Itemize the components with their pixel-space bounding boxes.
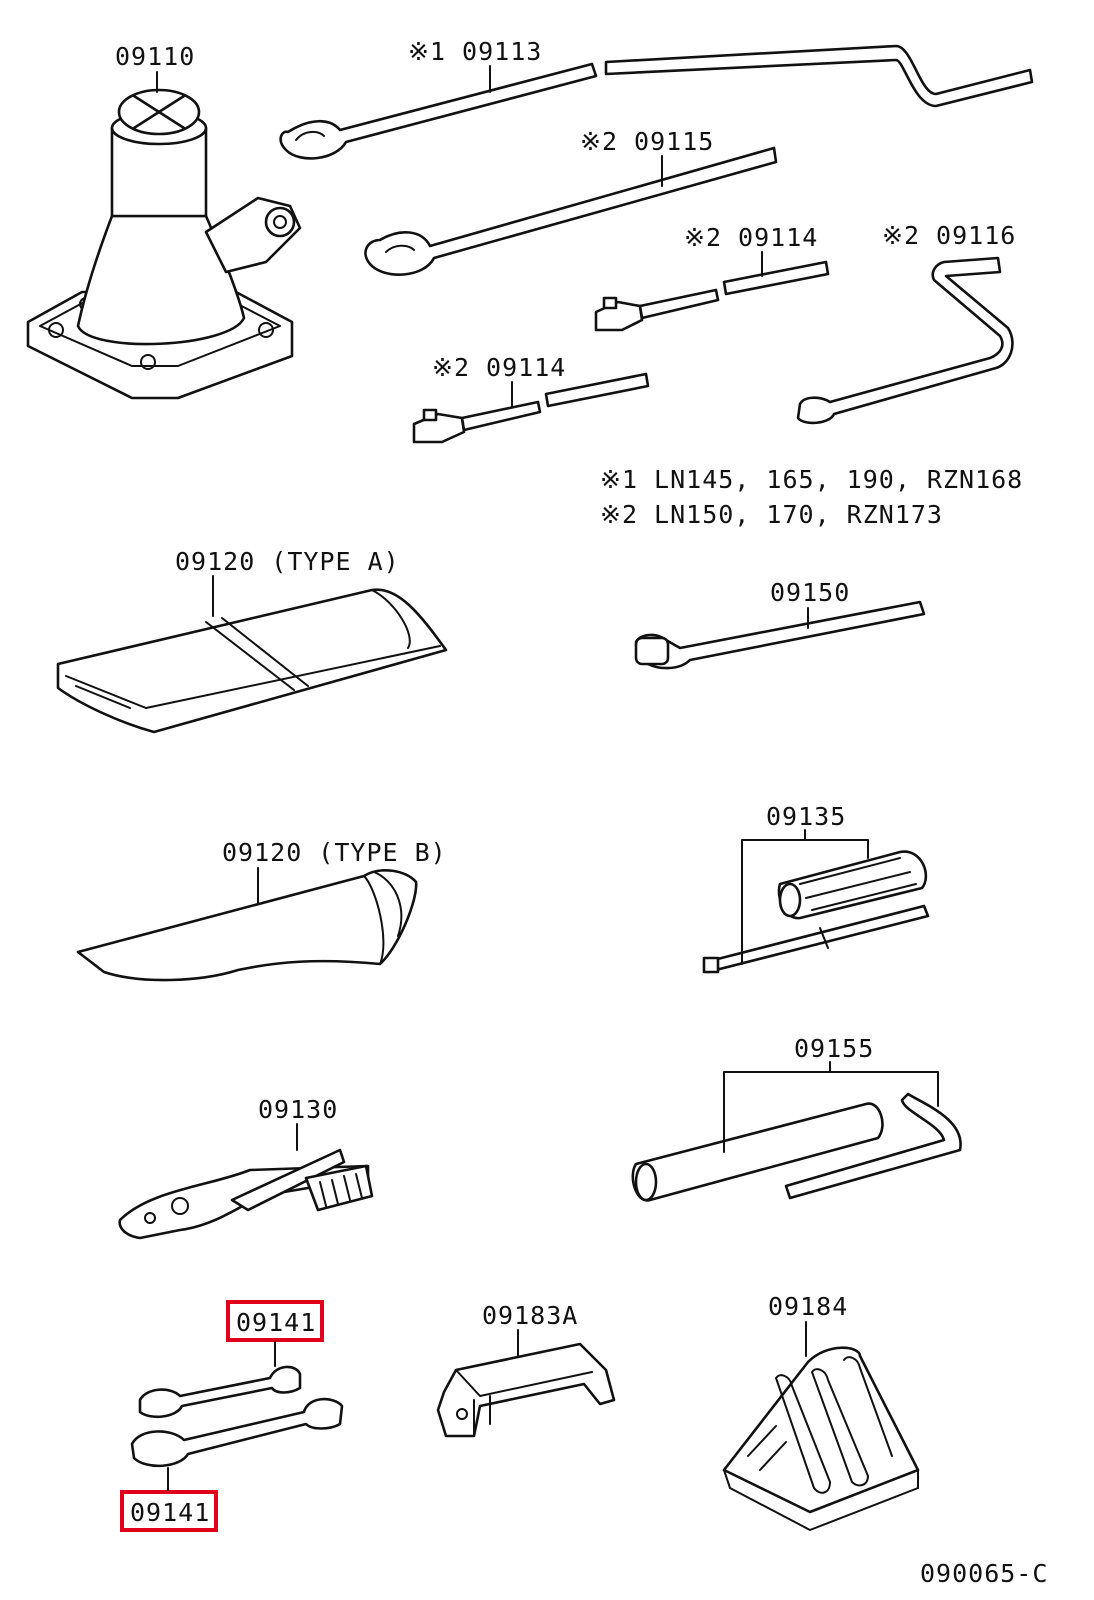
wheel-nut-wrench-illustration[interactable]	[631, 1092, 962, 1202]
pliers-illustration[interactable]	[118, 1148, 374, 1240]
tool-bag-type-b-part-number: 09120 (TYPE B)	[222, 838, 447, 867]
spanner-top-part-number: 09141	[236, 1308, 316, 1337]
crank-illustration[interactable]	[796, 256, 1014, 425]
tool-bag-type-b-illustration[interactable]	[76, 869, 418, 982]
wheel-nut-wrench-part-number: 09155	[794, 1034, 874, 1063]
extension-bar-a-illustration[interactable]	[594, 260, 830, 332]
bracket-illustration[interactable]	[436, 1342, 616, 1438]
handle-09115-part-number: ※2 09115	[580, 127, 714, 156]
screwdriver-illustration[interactable]	[702, 850, 930, 974]
tool-bag-type-a-part-number: 09120 (TYPE A)	[175, 547, 400, 576]
wrench-09150-part-number: 09150	[770, 578, 850, 607]
jack-part-number: 09110	[115, 42, 195, 71]
pliers-part-number: 09130	[258, 1095, 338, 1124]
model-note-1: ※1 LN145, 165, 190, RZN168	[600, 465, 1023, 494]
wrench-09150-illustration[interactable]	[634, 600, 926, 670]
spanner-bottom-highlight	[120, 1490, 218, 1532]
spanner-bottom-illustration[interactable]	[130, 1397, 344, 1468]
crank-part-number: ※2 09116	[882, 221, 1016, 250]
jack-illustration[interactable]	[26, 88, 302, 400]
wheel-chock-part-number: 09184	[768, 1292, 848, 1321]
extension-bar-a-part-number: ※2 09114	[684, 223, 818, 252]
model-note-2: ※2 LN150, 170, RZN173	[600, 500, 943, 529]
tool-bag-type-a-illustration[interactable]	[56, 588, 448, 734]
spanner-top-highlight	[226, 1300, 324, 1342]
handle-09115-illustration[interactable]	[364, 146, 778, 276]
extension-bar-b-part-number: ※2 09114	[432, 353, 566, 382]
bracket-part-number: 09183A	[482, 1301, 578, 1330]
screwdriver-part-number: 09135	[766, 802, 846, 831]
wheel-chock-illustration[interactable]	[722, 1346, 920, 1531]
handle-09113-part-number: ※1 09113	[408, 37, 542, 66]
extension-bar-b-illustration[interactable]	[412, 372, 650, 444]
spanner-top-illustration[interactable]	[138, 1365, 302, 1419]
spanner-bottom-part-number: 09141	[130, 1498, 210, 1527]
diagram-id: 090065-C	[920, 1559, 1048, 1588]
handle-09113-illustration[interactable]	[279, 44, 1034, 160]
